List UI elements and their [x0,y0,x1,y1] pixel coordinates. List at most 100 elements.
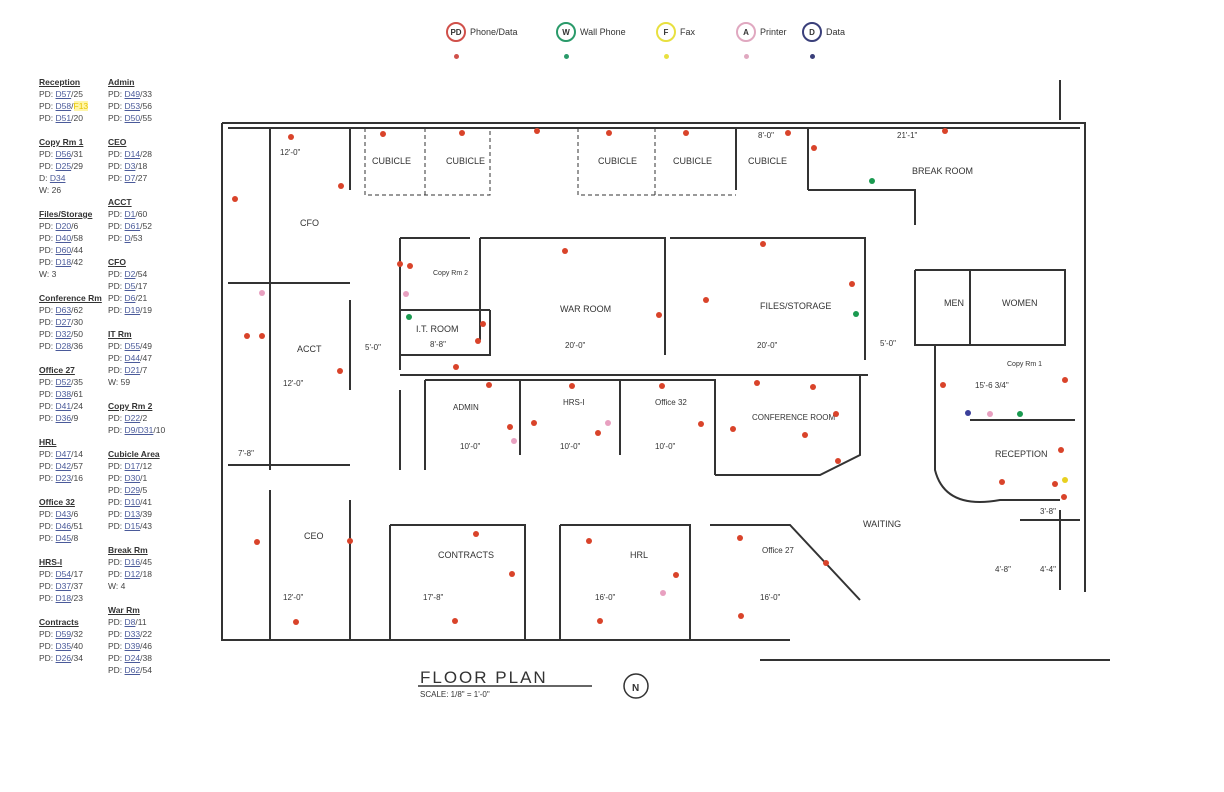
port-line: PD: D52/35 [39,377,83,387]
room-heading: Copy Rm 2 [108,401,153,411]
outlet-dot-icon [802,432,808,438]
legend-label: Wall Phone [580,27,626,37]
svg-text:17'-8": 17'-8" [423,593,444,602]
legend-dot-icon [564,54,569,59]
port-line: PD: D43/6 [39,509,79,519]
port-line: PD: D10/41 [108,497,152,507]
svg-text:15'-6 3/4": 15'-6 3/4" [975,381,1009,390]
port-line: PD: D28/36 [39,341,83,351]
port-line: PD: D57/25 [39,89,83,99]
svg-text:21'-1": 21'-1" [897,131,918,140]
svg-text:CUBICLE: CUBICLE [446,156,485,166]
svg-text:ACCT: ACCT [297,344,322,354]
svg-text:4'-4": 4'-4" [1040,565,1056,574]
svg-text:HRS-I: HRS-I [563,398,585,407]
outlet-dot-icon [473,531,479,537]
outlet-dot-icon [569,383,575,389]
port-line: PD: D1/60 [108,209,148,219]
outlet-dot-icon [507,424,513,430]
port-line: PD: D30/1 [108,473,148,483]
outlet-dot-icon [453,364,459,370]
svg-text:5'-0": 5'-0" [365,343,381,352]
outlet-dot-icon [940,382,946,388]
port-line: PD: D9/D31/10 [108,425,166,435]
outlet-dot-icon [811,145,817,151]
outlet-dot-icon [1052,481,1058,487]
room-heading: CFO [108,257,126,267]
outlet-dot-icon [531,420,537,426]
outlet-dot-icon [683,130,689,136]
legend-label: Data [826,27,846,37]
svg-text:8'-0": 8'-0" [758,131,774,140]
outlet-markers [232,128,1068,625]
port-line: PD: D33/22 [108,629,152,639]
port-line: PD: D/53 [108,233,143,243]
plan-title: FLOOR PLAN [420,668,548,687]
outlet-dot-icon [259,333,265,339]
outlet-dot-icon [397,261,403,267]
outlet-dot-icon [337,368,343,374]
svg-text:3'-8": 3'-8" [1040,507,1056,516]
port-line: PD: D17/12 [108,461,152,471]
port-line: PD: D36/9 [39,413,79,423]
legend-dot-icon [664,54,669,59]
legend-label: Phone/Data [470,27,518,37]
port-line: PD: D6/21 [108,293,148,303]
legend-dot-icon [810,54,815,59]
port-line: PD: D55/49 [108,341,152,351]
port-line: PD: D13/39 [108,509,152,519]
port-line: PD: D7/27 [108,173,148,183]
outlet-dot-icon [606,130,612,136]
port-line: PD: D18/42 [39,257,83,267]
port-line: PD: D46/51 [39,521,83,531]
port-line: PD: D45/8 [39,533,79,543]
room-heading: IT Rm [108,329,132,339]
port-line: PD: D60/44 [39,245,83,255]
outlet-dot-icon [452,618,458,624]
port-line: PD: D32/50 [39,329,83,339]
legend-dot-icon [454,54,459,59]
room-heading: War Rm [108,605,140,615]
outlet-dot-icon [730,426,736,432]
room-heading: Conference Rm [39,293,102,303]
port-line: PD: D24/38 [108,653,152,663]
port-line: PD: D23/16 [39,473,83,483]
outlet-dot-icon [1062,477,1068,483]
room-heading: Reception [39,77,81,87]
svg-text:16'-0": 16'-0" [595,593,616,602]
svg-text:WOMEN: WOMEN [1002,298,1038,308]
outlet-dot-icon [942,128,948,134]
outlet-dot-icon [486,382,492,388]
port-line: PD: D2/54 [108,269,148,279]
outlet-dot-icon [459,130,465,136]
port-line: PD: D59/32 [39,629,83,639]
port-line: PD: D41/24 [39,401,83,411]
port-line: PD: D54/17 [39,569,83,579]
svg-text:ADMIN: ADMIN [453,403,479,412]
svg-text:12'-0": 12'-0" [283,379,304,388]
svg-text:7'-8": 7'-8" [238,449,254,458]
svg-text:16'-0": 16'-0" [760,593,781,602]
svg-text:N: N [632,683,639,694]
svg-text:20'-0": 20'-0" [565,341,586,350]
svg-text:WAITING: WAITING [863,519,901,529]
svg-text:8'-8": 8'-8" [430,340,446,349]
port-line: PD: D38/61 [39,389,83,399]
outlet-dot-icon [403,291,409,297]
port-line: PD: D19/19 [108,305,152,315]
svg-text:WAR ROOM: WAR ROOM [560,304,611,314]
cubicle-partitions [364,128,736,196]
legend-symbol-icon: F [656,22,676,42]
dimension-labels: 12'-0"21'-1"8'-0" 20'-0"5'-0"20'-0" 12'-… [238,131,1056,602]
